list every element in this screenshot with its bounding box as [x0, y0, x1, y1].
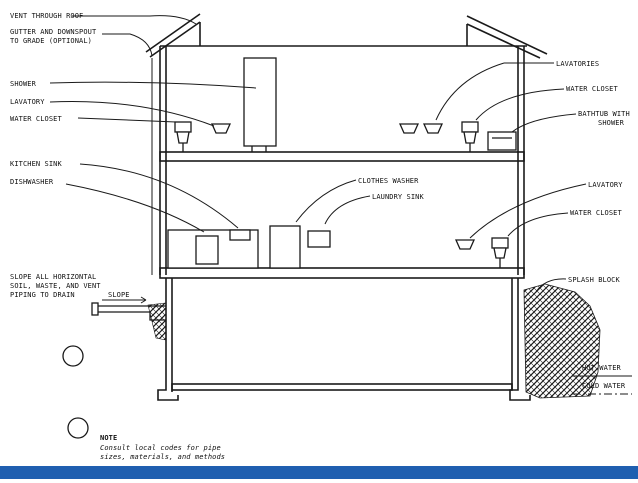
label-lavatory-right: LAVATORY [588, 181, 623, 189]
kitchen-sink-basin [229, 229, 251, 241]
label-gutter-1: GUTTER AND DOWNSPOUT [10, 28, 97, 36]
label-slope: SLOPE [108, 291, 130, 299]
label-splash-block: SPLASH BLOCK [568, 276, 620, 284]
water-closet-main-right [491, 237, 509, 268]
roof-right [466, 15, 548, 59]
house-structure [145, 13, 548, 401]
water-closet-upper-right [461, 121, 479, 152]
note-title: NOTE [100, 434, 117, 442]
label-laundry-sink: LAUNDRY SINK [372, 193, 424, 201]
water-closet-upper-left [174, 121, 192, 152]
label-shower: SHOWER [10, 80, 37, 88]
lavatory-upper-right-1 [398, 123, 420, 134]
lavatory-main-right [454, 239, 476, 250]
label-dishwasher: DISHWASHER [10, 178, 54, 186]
basement-slab [171, 383, 513, 391]
label-slope-note-2: SOIL, WASTE, AND VENT [10, 282, 101, 290]
laundry-sink-unit [307, 230, 331, 248]
label-vent-roof: VENT THROUGH ROOF [10, 12, 83, 20]
note-symbol [67, 417, 89, 439]
clothes-washer-unit [269, 225, 301, 269]
basement-right-wall [509, 278, 531, 401]
label-slope-note-3: PIPING TO DRAIN [10, 291, 75, 299]
label-bathtub-2: SHOWER [598, 119, 625, 127]
dishwasher-unit [195, 235, 219, 265]
basement-left-wall [157, 278, 179, 401]
roof-left [145, 13, 201, 58]
footer-bar [0, 466, 638, 479]
label-water-closet-right: WATER CLOSET [570, 209, 622, 217]
leader-lines [49, 15, 632, 395]
label-lavatory-upper-left: LAVATORY [10, 98, 45, 106]
bathtub [487, 131, 517, 151]
note-line-1: Consult local codes for pipe [100, 444, 221, 452]
house-drain [91, 296, 166, 321]
lavatory-upper-left [210, 123, 232, 134]
cleanout-symbol [62, 345, 84, 367]
labels: VENT THROUGH ROOF GUTTER AND DOWNSPOUT T… [10, 12, 630, 461]
main-floor [159, 267, 525, 279]
shower-stall [243, 57, 277, 147]
label-cold-water: COLD WATER [582, 382, 626, 390]
label-water-closet-upper-right: WATER CLOSET [566, 85, 618, 93]
soil-right [523, 283, 601, 399]
label-kitchen-sink: KITCHEN SINK [10, 160, 62, 168]
label-water-closet-upper-left: WATER CLOSET [10, 115, 62, 123]
lavatory-upper-right-2 [422, 123, 444, 134]
label-slope-note-1: SLOPE ALL HORIZONTAL [10, 273, 96, 281]
label-lavatories: LAVATORIES [556, 60, 599, 68]
label-hot-water: HOT WATER [582, 364, 622, 372]
soil-left [147, 302, 167, 341]
label-clothes-washer: CLOTHES WASHER [358, 177, 419, 185]
upper-floor [159, 151, 525, 162]
note-line-2: sizes, materials, and methods [100, 453, 225, 461]
label-bathtub-1: BATHTUB WITH [578, 110, 630, 118]
label-gutter-2: TO GRADE (OPTIONAL) [10, 37, 92, 45]
